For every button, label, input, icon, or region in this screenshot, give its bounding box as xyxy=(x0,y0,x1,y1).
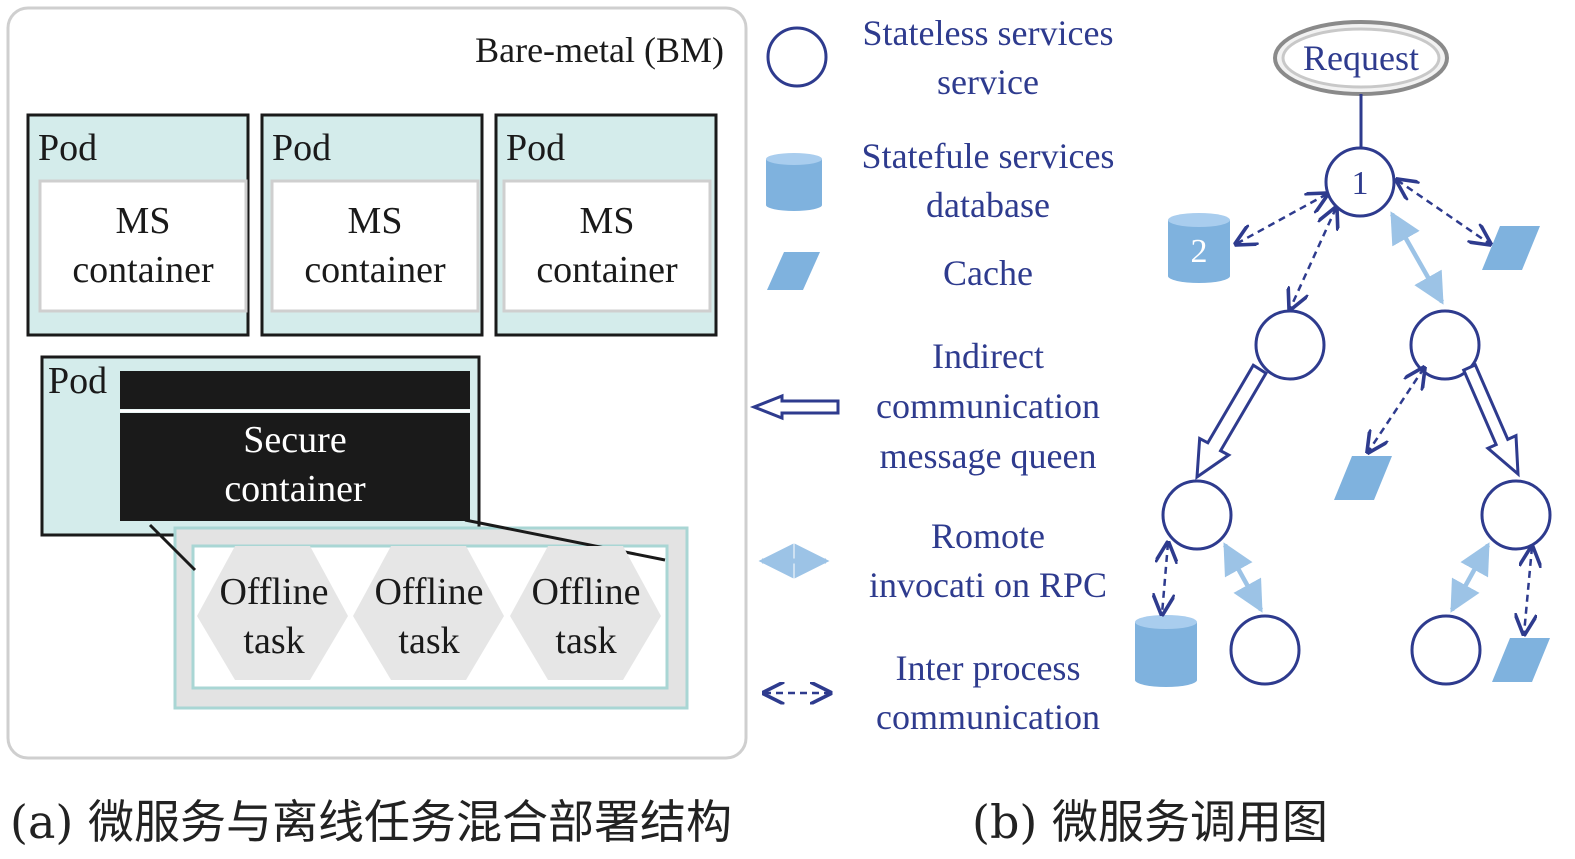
request-node: Request xyxy=(1273,20,1449,96)
panel-b: Request 1 2 xyxy=(972,20,1552,849)
legend-label: communication xyxy=(876,697,1100,737)
ipc-edge xyxy=(1524,547,1532,634)
offline-task-label-line-1: Offline xyxy=(219,571,328,613)
ms-container-label-line-1: MS xyxy=(116,200,171,242)
secure-container xyxy=(120,413,470,521)
mq-arrow-left xyxy=(1195,363,1269,481)
ms-container-label-line-2: container xyxy=(304,249,446,291)
cache-icon xyxy=(767,252,820,290)
offline-task-label-line-2: task xyxy=(398,620,459,662)
caption-a: (a) 微服务与离线任务混合部署结构 xyxy=(10,795,732,849)
offline-task-label-line-2: task xyxy=(243,620,304,662)
pod-1: Pod MS container xyxy=(26,113,250,337)
offline-task-label-line-2: task xyxy=(555,620,616,662)
pod-label: Pod xyxy=(48,360,107,402)
database-node-bottom xyxy=(1135,615,1197,687)
circle-icon xyxy=(766,26,828,88)
zoom-line-right xyxy=(464,518,666,562)
offline-task-2: Offline task xyxy=(353,546,504,680)
node-1-label: 1 xyxy=(1352,165,1369,202)
legend-label: message queen xyxy=(880,436,1097,476)
ms-container xyxy=(502,179,712,313)
bare-metal-title: Bare-metal (BM) xyxy=(475,30,724,70)
service-node-3b xyxy=(1480,479,1552,551)
database-2-label: 2 xyxy=(1191,233,1208,270)
rpc-edge xyxy=(1223,542,1263,613)
legend-label: Indirect xyxy=(932,336,1044,376)
service-node-4a xyxy=(1229,614,1301,686)
rpc-edges xyxy=(1223,211,1490,613)
pod-label: Pod xyxy=(38,127,97,169)
database-node-2: 2 xyxy=(1168,213,1230,283)
offline-task-zoom: Offline task Offline task Offline task xyxy=(148,518,689,710)
ipc-edge xyxy=(1290,208,1336,309)
pod-2: Pod MS container xyxy=(260,113,484,337)
mq-edges xyxy=(1195,362,1520,481)
offline-task-3: Offline task xyxy=(510,546,661,680)
legend-label: communication xyxy=(876,386,1100,426)
legend-label: Statefule services xyxy=(862,136,1115,176)
hollow-arrow-icon xyxy=(749,393,840,421)
pod-label: Pod xyxy=(506,127,565,169)
ipc-edge xyxy=(1368,368,1424,452)
service-node-4b xyxy=(1410,614,1482,686)
legend-label: Inter process xyxy=(896,648,1081,688)
caption-b: (b) 微服务调用图 xyxy=(972,795,1328,849)
ms-container-label-line-2: container xyxy=(536,249,678,291)
cache-node-middle xyxy=(1334,456,1392,500)
legend-label: Romote xyxy=(931,516,1045,556)
legend-label: service xyxy=(937,62,1039,102)
legend: Stateless services service Statefule ser… xyxy=(749,13,1115,737)
offline-task-label-line-1: Offline xyxy=(374,571,483,613)
offline-task-1: Offline task xyxy=(197,546,348,680)
legend-label: Cache xyxy=(943,253,1033,293)
zoom-line-left xyxy=(148,523,197,572)
ipc-edges xyxy=(1162,180,1532,634)
ipc-edge xyxy=(1162,543,1168,614)
pod-3: Pod MS container xyxy=(494,113,718,337)
rpc-edge xyxy=(1390,211,1444,305)
pod-label: Pod xyxy=(272,127,331,169)
cache-node-top-right xyxy=(1482,226,1540,270)
secure-container-top-bar xyxy=(120,371,470,409)
ms-container xyxy=(38,179,248,313)
legend-label: invocati on RPC xyxy=(869,565,1107,605)
offline-task-label-line-1: Offline xyxy=(531,571,640,613)
ms-container-label-line-1: MS xyxy=(348,200,403,242)
rpc-edge xyxy=(1450,542,1490,613)
service-node-2a xyxy=(1254,309,1326,381)
service-node-2b xyxy=(1409,309,1481,381)
cache-node-bottom-right xyxy=(1492,638,1550,682)
secure-container-label-line-2: container xyxy=(224,468,366,510)
service-node-3a xyxy=(1161,479,1233,551)
ms-container-label-line-1: MS xyxy=(580,200,635,242)
mq-arrow-right xyxy=(1461,362,1520,478)
legend-label: Stateless services xyxy=(863,13,1114,53)
ipc-edge xyxy=(1236,194,1327,244)
panel-a: Bare-metal (BM) Pod MS container Pod MS … xyxy=(6,6,748,849)
ms-container xyxy=(270,179,480,313)
database-icon xyxy=(766,153,822,211)
ipc-edge xyxy=(1397,180,1490,244)
secure-container-label-line-1: Secure xyxy=(243,419,346,461)
legend-label: database xyxy=(926,185,1050,225)
request-label: Request xyxy=(1303,38,1419,78)
secure-pod: Pod Secure container xyxy=(40,355,481,537)
ms-container-label-line-2: container xyxy=(72,249,214,291)
